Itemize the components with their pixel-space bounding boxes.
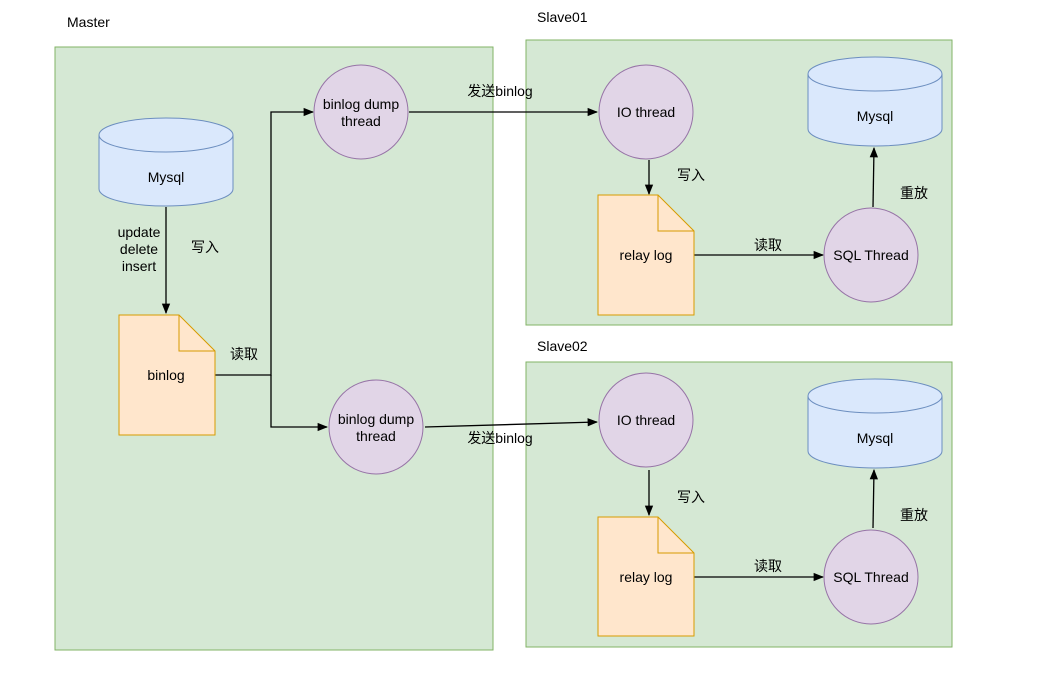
slave01-sql-thread-label: SQL Thread	[833, 247, 909, 263]
slave01-relay-log-label: relay log	[620, 247, 673, 263]
slave02-write-label: 写入	[677, 489, 705, 505]
master-write-label: 写入	[191, 239, 219, 255]
edge-binlog-to-dump-thread-2	[270, 375, 329, 432]
slave02-io-thread: IO thread	[598, 372, 694, 468]
master-binlog-document: binlog	[118, 314, 216, 436]
slave01-title: Slave01	[537, 9, 588, 25]
master-op-insert: insert	[122, 258, 156, 274]
master-binlog-label: binlog	[147, 367, 184, 383]
dump-thread-1-line-2: thread	[341, 113, 381, 129]
edge-binlog-to-dump-thread-1	[215, 107, 315, 376]
slave02-relay-log-document: relay log	[597, 516, 695, 637]
slave01-send-label: 发送binlog	[467, 83, 532, 99]
slave02-io-thread-label: IO thread	[617, 412, 675, 428]
slave01-relay-log-document: relay log	[597, 194, 695, 316]
master-read-label: 读取	[230, 346, 258, 362]
slave02-title: Slave02	[537, 338, 588, 354]
slave01-mysql-database: Mysql	[807, 56, 943, 147]
slave02-sql-thread-label: SQL Thread	[833, 569, 909, 585]
dump-thread-2-line-1: binlog dump	[338, 411, 414, 427]
slave02-send-label: 发送binlog	[467, 430, 532, 446]
slave01-write-label: 写入	[677, 167, 705, 183]
slave02-relay-log-label: relay log	[620, 569, 673, 585]
master-op-delete: delete	[120, 241, 158, 257]
slave02-sql-thread: SQL Thread	[823, 529, 919, 625]
slave01-replay-label: 重放	[900, 185, 928, 201]
slave02-read-label: 读取	[754, 558, 782, 574]
master-mysql-label: Mysql	[148, 169, 185, 185]
slave02-edge-sql-to-mysql	[869, 468, 878, 529]
slave01-sql-thread: SQL Thread	[823, 207, 919, 303]
edge-dump-2-to-io-2	[424, 418, 599, 428]
master-title: Master	[67, 14, 110, 30]
binlog-dump-thread-1: binlog dump thread	[313, 64, 409, 160]
slave01-mysql-label: Mysql	[857, 108, 894, 124]
dump-thread-2-line-2: thread	[356, 428, 396, 444]
binlog-dump-thread-2: binlog dump thread	[328, 379, 424, 475]
master-mysql-database: Mysql	[98, 117, 234, 207]
slave01-io-thread: IO thread	[598, 64, 694, 160]
master-op-update: update	[118, 224, 161, 240]
slave01-edge-sql-to-mysql	[869, 146, 879, 208]
dump-thread-1-line-1: binlog dump	[323, 96, 399, 112]
slave01-io-thread-label: IO thread	[617, 104, 675, 120]
slave02-replay-label: 重放	[900, 507, 928, 523]
slave02-mysql-label: Mysql	[857, 430, 894, 446]
slave02-mysql-database: Mysql	[807, 378, 943, 469]
slave01-read-label: 读取	[754, 237, 782, 253]
